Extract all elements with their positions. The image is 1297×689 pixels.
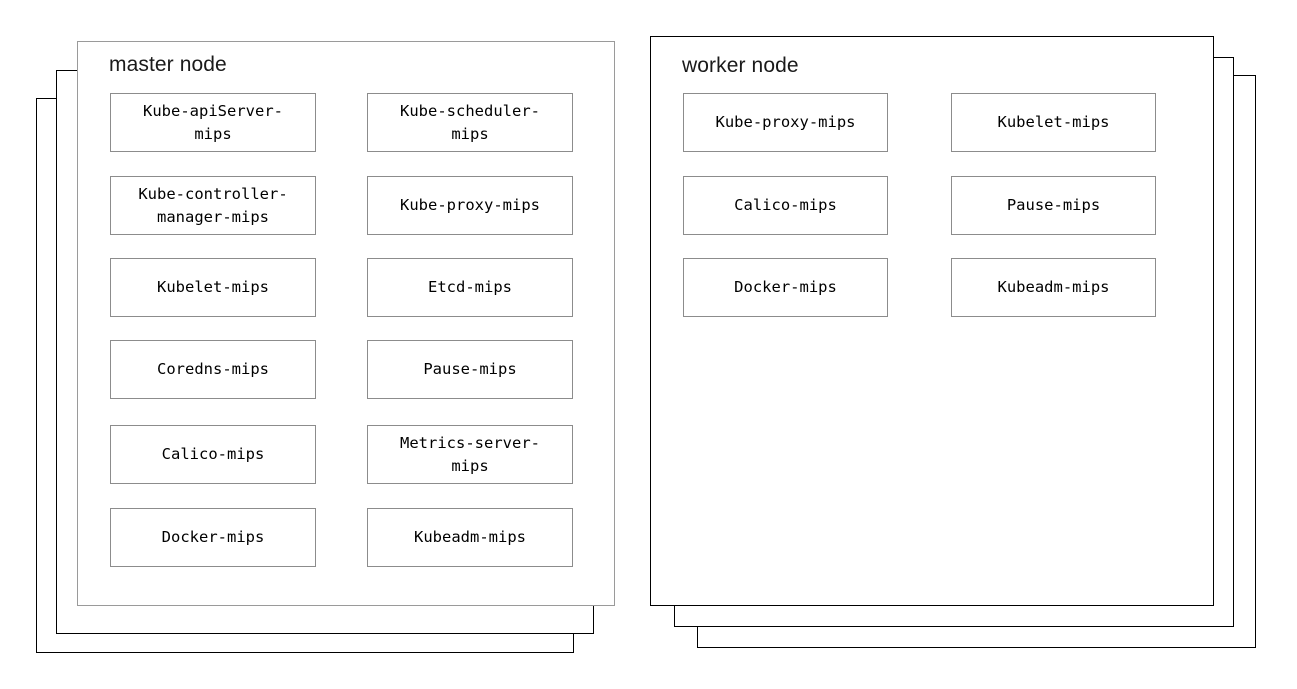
master-component-kube-proxy[interactable]: Kube-proxy-mips [367,176,573,235]
master-component-pause[interactable]: Pause-mips [367,340,573,399]
master-component-docker[interactable]: Docker-mips [110,508,316,567]
master-node-stack-layer-front: master node Kube-apiServer- mips Kube-sc… [77,41,615,606]
master-component-kube-controller-manager[interactable]: Kube-controller- manager-mips [110,176,316,235]
worker-component-kube-proxy[interactable]: Kube-proxy-mips [683,93,888,152]
master-component-etcd[interactable]: Etcd-mips [367,258,573,317]
worker-component-calico[interactable]: Calico-mips [683,176,888,235]
master-node-title: master node [109,53,227,76]
master-component-kube-apiserver[interactable]: Kube-apiServer- mips [110,93,316,152]
worker-node-stack-layer-front: worker node Kube-proxy-mips Kubelet-mips… [650,36,1214,606]
master-component-metrics-server[interactable]: Metrics-server- mips [367,425,573,484]
master-component-kubeadm[interactable]: Kubeadm-mips [367,508,573,567]
master-component-coredns[interactable]: Coredns-mips [110,340,316,399]
master-component-kubelet[interactable]: Kubelet-mips [110,258,316,317]
master-component-kube-scheduler[interactable]: Kube-scheduler- mips [367,93,573,152]
worker-component-docker[interactable]: Docker-mips [683,258,888,317]
master-component-calico[interactable]: Calico-mips [110,425,316,484]
worker-component-kubelet[interactable]: Kubelet-mips [951,93,1156,152]
worker-node-title: worker node [682,54,799,77]
worker-component-pause[interactable]: Pause-mips [951,176,1156,235]
worker-component-kubeadm[interactable]: Kubeadm-mips [951,258,1156,317]
